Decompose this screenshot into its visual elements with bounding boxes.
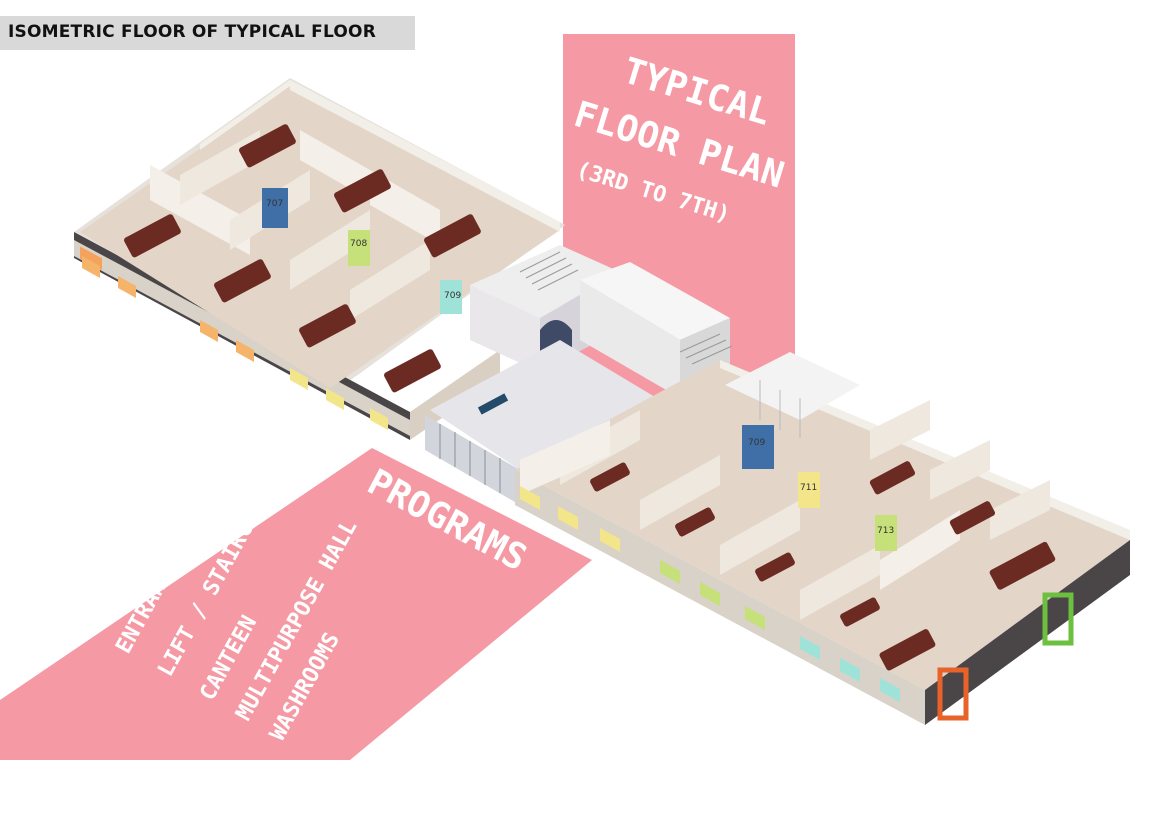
room-label: 707	[266, 199, 283, 209]
room-label: 713	[877, 526, 894, 536]
room-label: 709	[444, 291, 461, 301]
central-core	[425, 245, 733, 505]
header-bar	[0, 16, 415, 50]
programs-banner	[0, 448, 592, 760]
right-wing: 709 711 713	[515, 352, 1130, 725]
room-label: 708	[350, 239, 367, 249]
page-title: ISOMETRIC FLOOR OF TYPICAL FLOOR	[8, 22, 376, 42]
room-label: 709	[748, 438, 765, 448]
room-label: 711	[800, 483, 817, 493]
left-wing: 707 708 709	[74, 78, 565, 440]
